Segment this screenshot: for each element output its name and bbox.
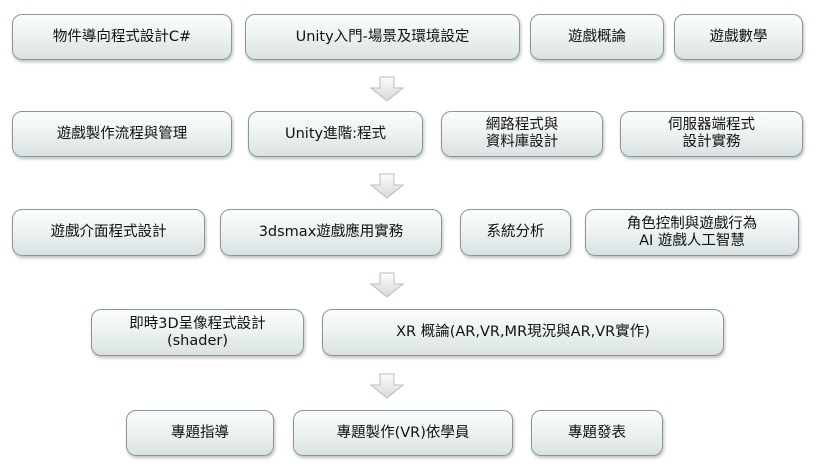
- course-box: 遊戲數學: [674, 14, 803, 60]
- course-box: 專題發表: [531, 410, 663, 456]
- course-box: Unity入門-場景及環境設定: [245, 14, 520, 60]
- course-box: 專題製作(VR)依學員: [293, 410, 513, 456]
- course-box: 即時3D呈像程式設計 (shader): [91, 309, 304, 356]
- down-arrow-icon: [370, 373, 404, 399]
- down-arrow-icon: [370, 272, 404, 298]
- course-box: 系統分析: [460, 209, 571, 256]
- course-box: Unity進階:程式: [248, 111, 423, 157]
- course-box: 伺服器端程式 設計實務: [620, 111, 803, 157]
- down-arrow-icon: [370, 76, 404, 102]
- course-box: 物件導向程式設計C#: [12, 14, 232, 60]
- course-box: 角色控制與遊戲行為 AI 遊戲人工智慧: [585, 209, 799, 256]
- course-box: XR 概論(AR,VR,MR現況與AR,VR實作): [322, 309, 724, 356]
- course-box: 網路程式與 資料庫設計: [441, 111, 603, 157]
- course-box: 專題指導: [126, 410, 274, 456]
- course-box: 遊戲概論: [530, 14, 664, 60]
- course-box: 遊戲製作流程與管理: [12, 111, 232, 157]
- down-arrow-icon: [370, 173, 404, 199]
- course-box: 3dsmax遊戲應用實務: [220, 209, 442, 256]
- course-box: 遊戲介面程式設計: [12, 209, 205, 256]
